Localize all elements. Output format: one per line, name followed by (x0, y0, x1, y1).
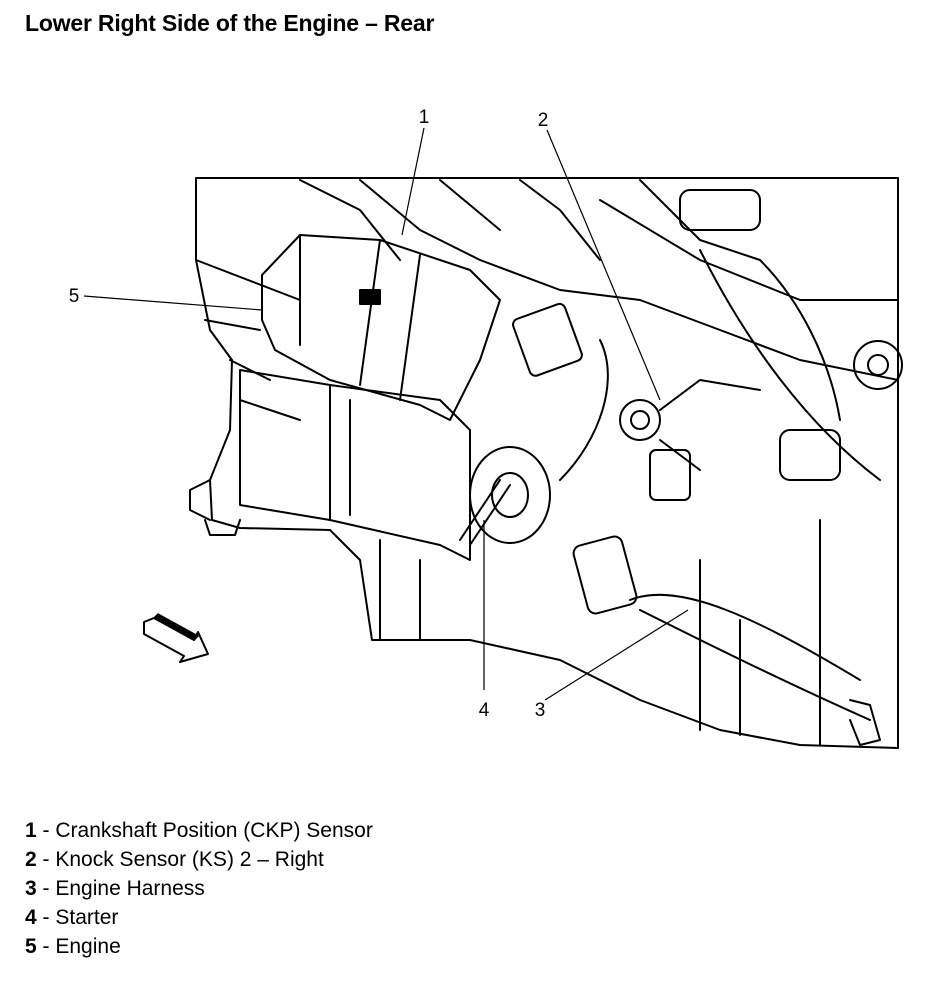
page-title: Lower Right Side of the Engine – Rear (25, 10, 435, 36)
leader-line-5 (83, 295, 263, 311)
legend-item: 3 - Engine Harness (25, 874, 373, 903)
legend-label: Engine (55, 935, 121, 958)
legend-number: 1 (25, 819, 37, 842)
legend-number: 3 (25, 877, 37, 900)
leader-line-3 (544, 609, 689, 701)
callout-1: 1 (419, 107, 430, 128)
legend-item: 4 - Starter (25, 903, 373, 932)
legend-label: Starter (55, 906, 119, 929)
callout-3: 3 (535, 700, 546, 721)
engine-harness (559, 249, 881, 681)
legend-number: 2 (25, 848, 37, 871)
legend-item: 2 - Knock Sensor (KS) 2 – Right (25, 845, 373, 874)
legend-label: Knock Sensor (KS) 2 – Right (55, 848, 324, 871)
starter-motor (239, 369, 471, 561)
legend: 1 - Crankshaft Position (CKP) Sensor 2 -… (25, 816, 373, 961)
callout-2: 2 (538, 110, 549, 131)
legend-separator: - (36, 935, 56, 958)
engine-block-outline (195, 177, 899, 749)
legend-separator: - (36, 819, 56, 842)
knock-sensor (619, 399, 661, 441)
legend-item: 5 - Engine (25, 932, 373, 961)
legend-label: Engine Harness (55, 877, 205, 900)
legend-separator: - (36, 848, 56, 871)
leader-line-1 (401, 127, 425, 236)
legend-number: 5 (25, 935, 37, 958)
forward-arrow-icon (143, 613, 209, 663)
leader-line-2 (546, 129, 661, 401)
legend-item: 1 - Crankshaft Position (CKP) Sensor (25, 816, 373, 845)
callout-4: 4 (479, 700, 490, 721)
legend-label: Crankshaft Position (CKP) Sensor (55, 819, 373, 842)
legend-number: 4 (25, 906, 37, 929)
callout-5: 5 (69, 286, 80, 307)
legend-separator: - (36, 877, 56, 900)
legend-separator: - (36, 906, 56, 929)
heat-shield (261, 234, 501, 421)
